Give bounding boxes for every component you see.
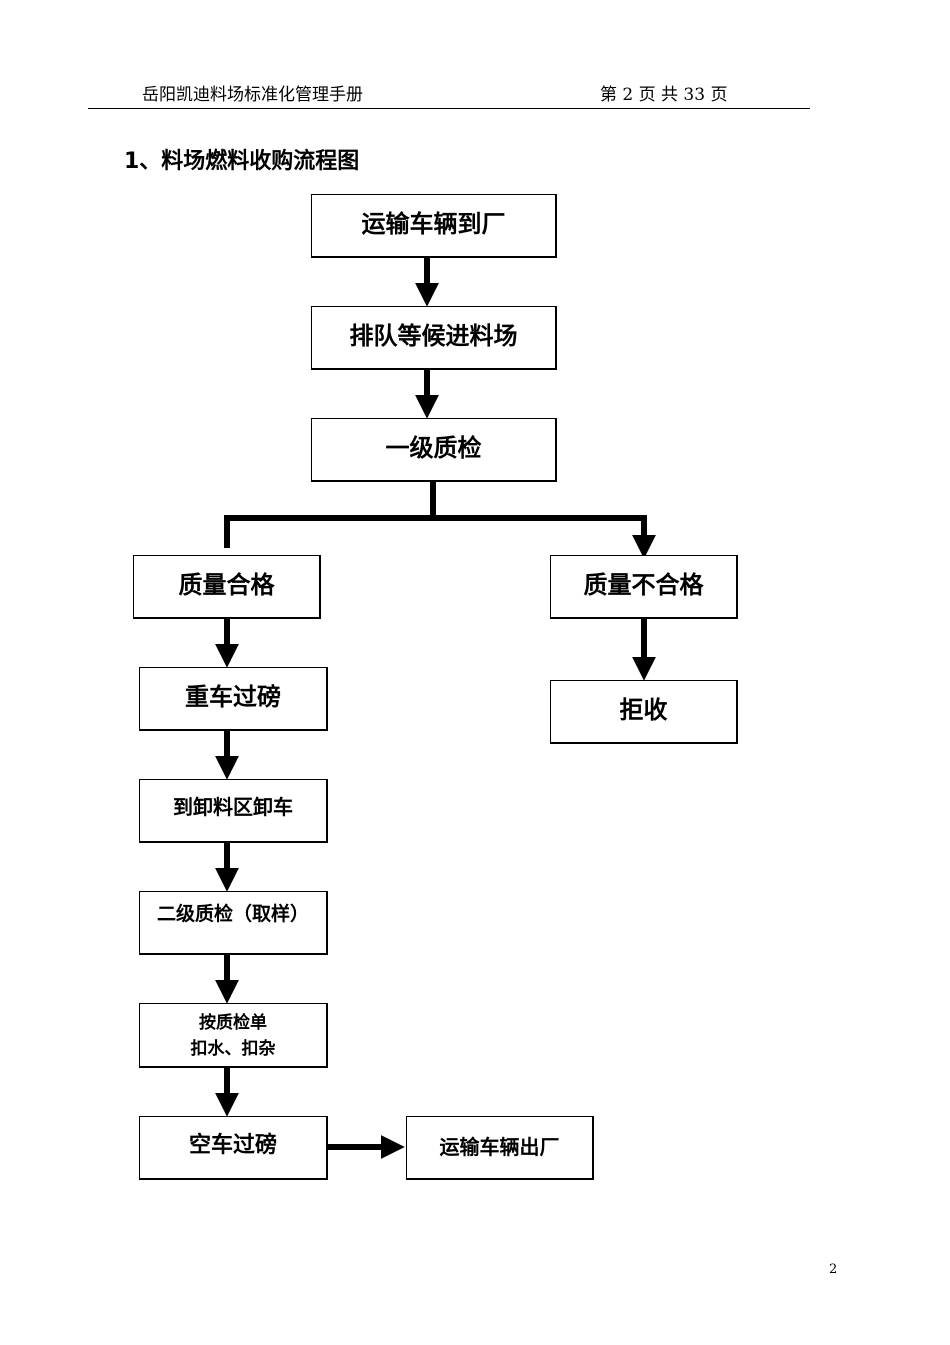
branch-connector	[224, 515, 656, 559]
node-arrival: 运输车辆到厂	[311, 194, 557, 258]
node-reject: 拒收	[550, 680, 738, 744]
header-page-info: 第 2 页 共 33 页	[600, 85, 728, 105]
node-qualified: 质量合格	[133, 555, 321, 619]
node-unload: 到卸料区卸车	[139, 779, 328, 843]
node-weigh-full: 重车过磅	[139, 667, 328, 731]
node-deduct-line2: 扣水、扣杂	[190, 1039, 276, 1059]
node-deduct: 按质检单 扣水、扣杂	[139, 1003, 328, 1068]
node-qc2: 二级质检（取样）	[139, 891, 328, 955]
node-exit: 运输车辆出厂	[406, 1116, 594, 1180]
node-deduct-line1: 按质检单	[199, 1013, 267, 1033]
node-queue: 排队等候进料场	[311, 306, 557, 370]
header-rule	[88, 108, 810, 109]
node-weigh-empty: 空车过磅	[139, 1116, 328, 1180]
node-unqualified: 质量不合格	[550, 555, 738, 619]
page-number: 2	[829, 1262, 838, 1277]
section-title: 1、料场燃料收购流程图	[124, 149, 360, 174]
node-qc1: 一级质检	[311, 418, 557, 482]
header-manual-title: 岳阳凯迪料场标准化管理手册	[142, 85, 363, 105]
